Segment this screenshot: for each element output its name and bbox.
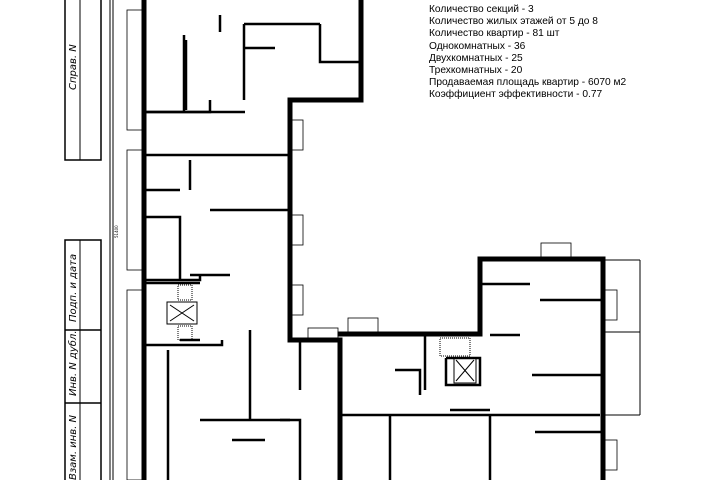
stamp-ref-no: Справ. N — [68, 44, 79, 90]
project-summary: Количество секций - 3 Количество жилых э… — [429, 4, 626, 102]
note-one-room: Однокомнатных - 36 — [429, 40, 526, 52]
exterior-walls — [141, 0, 606, 480]
note-apartments: Количество квартир - 81 шт — [429, 28, 560, 40]
title-block — [64, 0, 114, 480]
stamp-dup-inv: Инв. N дубл. — [67, 331, 79, 397]
note-two-room: Двухкомнатных - 25 — [429, 52, 523, 64]
note-three-room: Трехкомнатных - 20 — [429, 65, 523, 77]
stair-core-left — [166, 284, 198, 341]
note-efficiency: Коэффициент эффективности - 0.77 — [429, 89, 603, 101]
interior-walls — [144, 15, 603, 480]
stair-core-right — [439, 337, 477, 384]
stamp-replace-inv: Взам. инв. N — [68, 415, 79, 480]
stamp-sign-date: Подп. и дата — [68, 254, 79, 322]
note-sale-area: Продаваемая площадь квартир - 6070 м2 — [429, 77, 627, 89]
window-outlines — [126, 9, 641, 480]
note-sections: Количество секций - 3 — [429, 4, 534, 15]
dimension-label: 51400 — [114, 225, 119, 238]
note-floors: Количество жилых этажей от 5 до 8 — [429, 16, 598, 28]
